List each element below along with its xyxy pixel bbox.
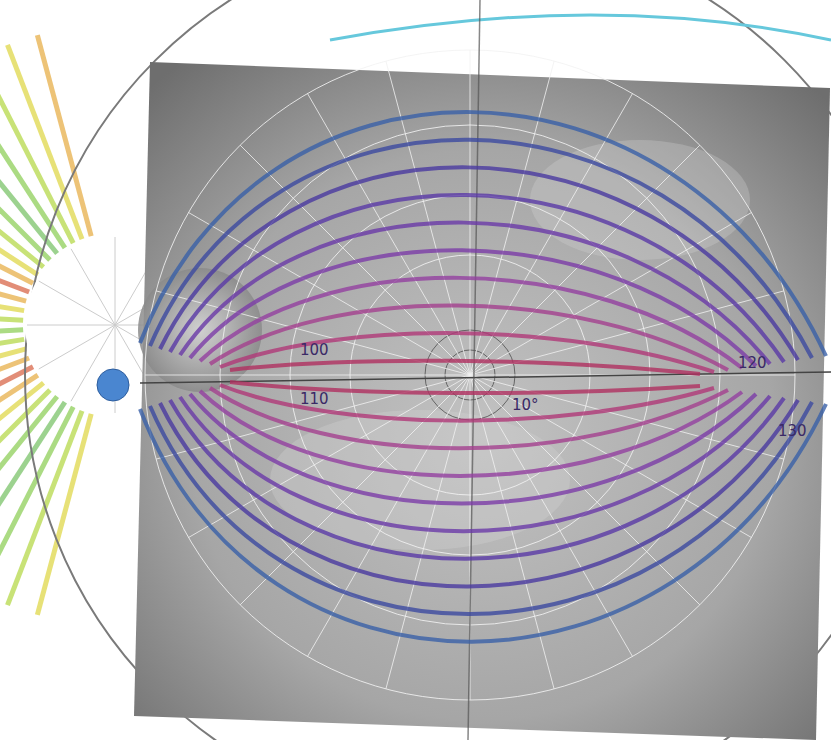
isopter-curve — [170, 398, 784, 559]
isopter-curve — [180, 396, 770, 531]
scale-number: 100 — [300, 343, 329, 358]
fan-line — [37, 35, 91, 236]
isopter-curve — [170, 195, 784, 362]
isopter-curve — [150, 140, 812, 358]
grid-spoke — [470, 213, 751, 376]
fan-line — [0, 189, 33, 283]
cyan-arc — [330, 15, 831, 40]
scale-number: 110 — [300, 392, 329, 407]
isopter-curves — [140, 112, 826, 642]
bright-patch — [530, 140, 750, 260]
polar-grid — [140, 0, 831, 740]
spoke-line — [71, 249, 115, 325]
isopter-curve — [190, 394, 756, 504]
grid-spoke — [470, 61, 554, 375]
fan-line — [37, 414, 91, 615]
fan-line — [0, 162, 38, 275]
isopter-curve — [180, 223, 770, 364]
grid-spoke — [470, 50, 471, 375]
fan-line — [0, 58, 73, 243]
grid-spoke — [386, 61, 470, 375]
fan-line — [0, 136, 44, 267]
spoke-line — [39, 281, 115, 325]
isopter-curve — [140, 112, 826, 356]
grid-spoke — [145, 375, 470, 376]
fan-line — [0, 247, 26, 301]
scale-number: 130 — [778, 424, 807, 439]
fan-line — [0, 309, 23, 320]
isopter-curve — [150, 402, 812, 614]
fan-line — [0, 217, 29, 292]
axis-line — [140, 372, 831, 383]
fan-line — [0, 407, 73, 592]
fan-line — [0, 278, 24, 311]
isopter-curve — [210, 388, 728, 448]
grid-spoke — [470, 375, 700, 605]
blue-marker — [97, 369, 129, 401]
isopter-curve — [140, 404, 826, 642]
spoke-line — [39, 325, 115, 369]
isopter-curve — [230, 361, 700, 374]
scale-number: 120 — [738, 356, 767, 371]
isopter-curve — [220, 333, 714, 372]
fundus-photo — [134, 62, 830, 740]
spoke-line — [115, 237, 116, 325]
scale-number: 10° — [512, 398, 539, 413]
isopter-curve — [200, 278, 742, 368]
isopter-curve — [220, 385, 714, 421]
outer-arc — [25, 0, 831, 740]
spoke-line — [27, 325, 115, 326]
